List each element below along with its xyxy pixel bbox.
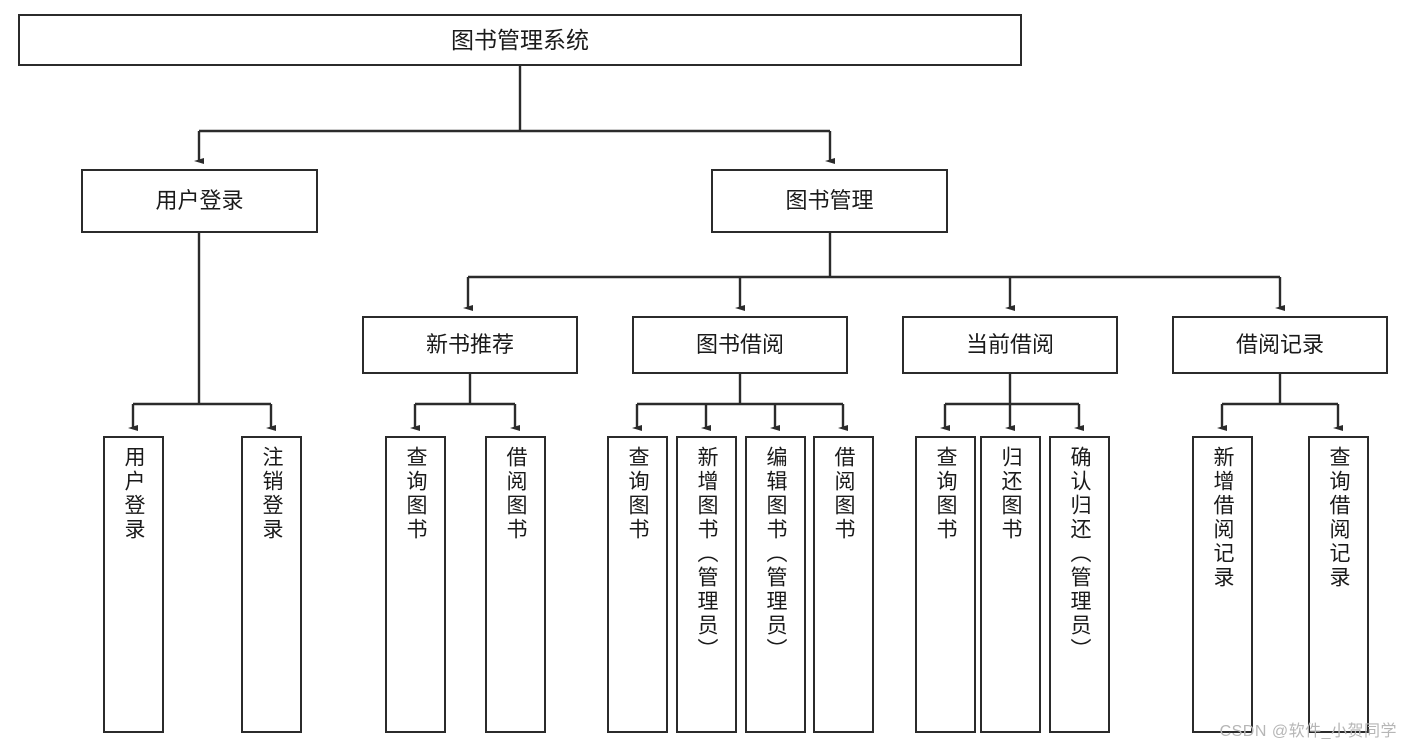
node-root-label: 图书管理系统	[451, 26, 589, 53]
leaf-query-book-current[interactable]: 查询图书	[915, 436, 976, 733]
node-book-borrow-label: 图书借阅	[695, 332, 784, 358]
csdn-watermark: CSDN @软件_小贺同学	[1219, 723, 1397, 740]
node-book-management-label: 图书管理	[785, 188, 874, 214]
leaf-return-book-label: 归还图书	[999, 446, 1022, 542]
leaf-borrow-book[interactable]: 借阅图书	[813, 436, 874, 733]
leaf-query-borrow-record-label: 查询借阅记录	[1327, 446, 1350, 590]
leaf-logout[interactable]: 注销登录	[241, 436, 302, 733]
node-new-book-recommend-label: 新书推荐	[425, 332, 514, 358]
leaf-confirm-return-admin[interactable]: 确认归还（管理员）	[1049, 436, 1110, 733]
leaf-user-login[interactable]: 用户登录	[103, 436, 164, 733]
node-book-borrow[interactable]: 图书借阅	[632, 316, 848, 374]
leaf-add-book-admin-label: 新增图书（管理员）	[695, 446, 718, 662]
leaf-add-book-admin[interactable]: 新增图书（管理员）	[676, 436, 737, 733]
node-root[interactable]: 图书管理系统	[18, 14, 1022, 66]
leaf-query-book-borrow[interactable]: 查询图书	[607, 436, 668, 733]
leaf-query-borrow-record[interactable]: 查询借阅记录	[1308, 436, 1369, 733]
node-borrow-records[interactable]: 借阅记录	[1172, 316, 1388, 374]
node-current-borrow-label: 当前借阅	[965, 332, 1054, 358]
leaf-add-borrow-record[interactable]: 新增借阅记录	[1192, 436, 1253, 733]
leaf-query-book-recommend-label: 查询图书	[404, 446, 427, 542]
leaf-edit-book-admin-label: 编辑图书（管理员）	[764, 446, 787, 662]
node-current-borrow[interactable]: 当前借阅	[902, 316, 1118, 374]
leaf-user-login-label: 用户登录	[122, 446, 145, 542]
node-user-login-label: 用户登录	[155, 188, 244, 214]
node-borrow-records-label: 借阅记录	[1235, 332, 1324, 358]
node-book-management[interactable]: 图书管理	[711, 169, 948, 233]
node-user-login[interactable]: 用户登录	[81, 169, 318, 233]
leaf-borrow-book-label: 借阅图书	[832, 446, 855, 542]
node-new-book-recommend[interactable]: 新书推荐	[362, 316, 578, 374]
leaf-return-book[interactable]: 归还图书	[980, 436, 1041, 733]
leaf-query-book-recommend[interactable]: 查询图书	[385, 436, 446, 733]
leaf-borrow-book-recommend[interactable]: 借阅图书	[485, 436, 546, 733]
leaf-edit-book-admin[interactable]: 编辑图书（管理员）	[745, 436, 806, 733]
leaf-confirm-return-admin-label: 确认归还（管理员）	[1068, 446, 1091, 662]
leaf-query-book-current-label: 查询图书	[934, 446, 957, 542]
leaf-borrow-book-recommend-label: 借阅图书	[504, 446, 527, 542]
leaf-add-borrow-record-label: 新增借阅记录	[1211, 446, 1234, 590]
leaf-logout-label: 注销登录	[260, 446, 283, 542]
leaf-query-book-borrow-label: 查询图书	[626, 446, 649, 542]
